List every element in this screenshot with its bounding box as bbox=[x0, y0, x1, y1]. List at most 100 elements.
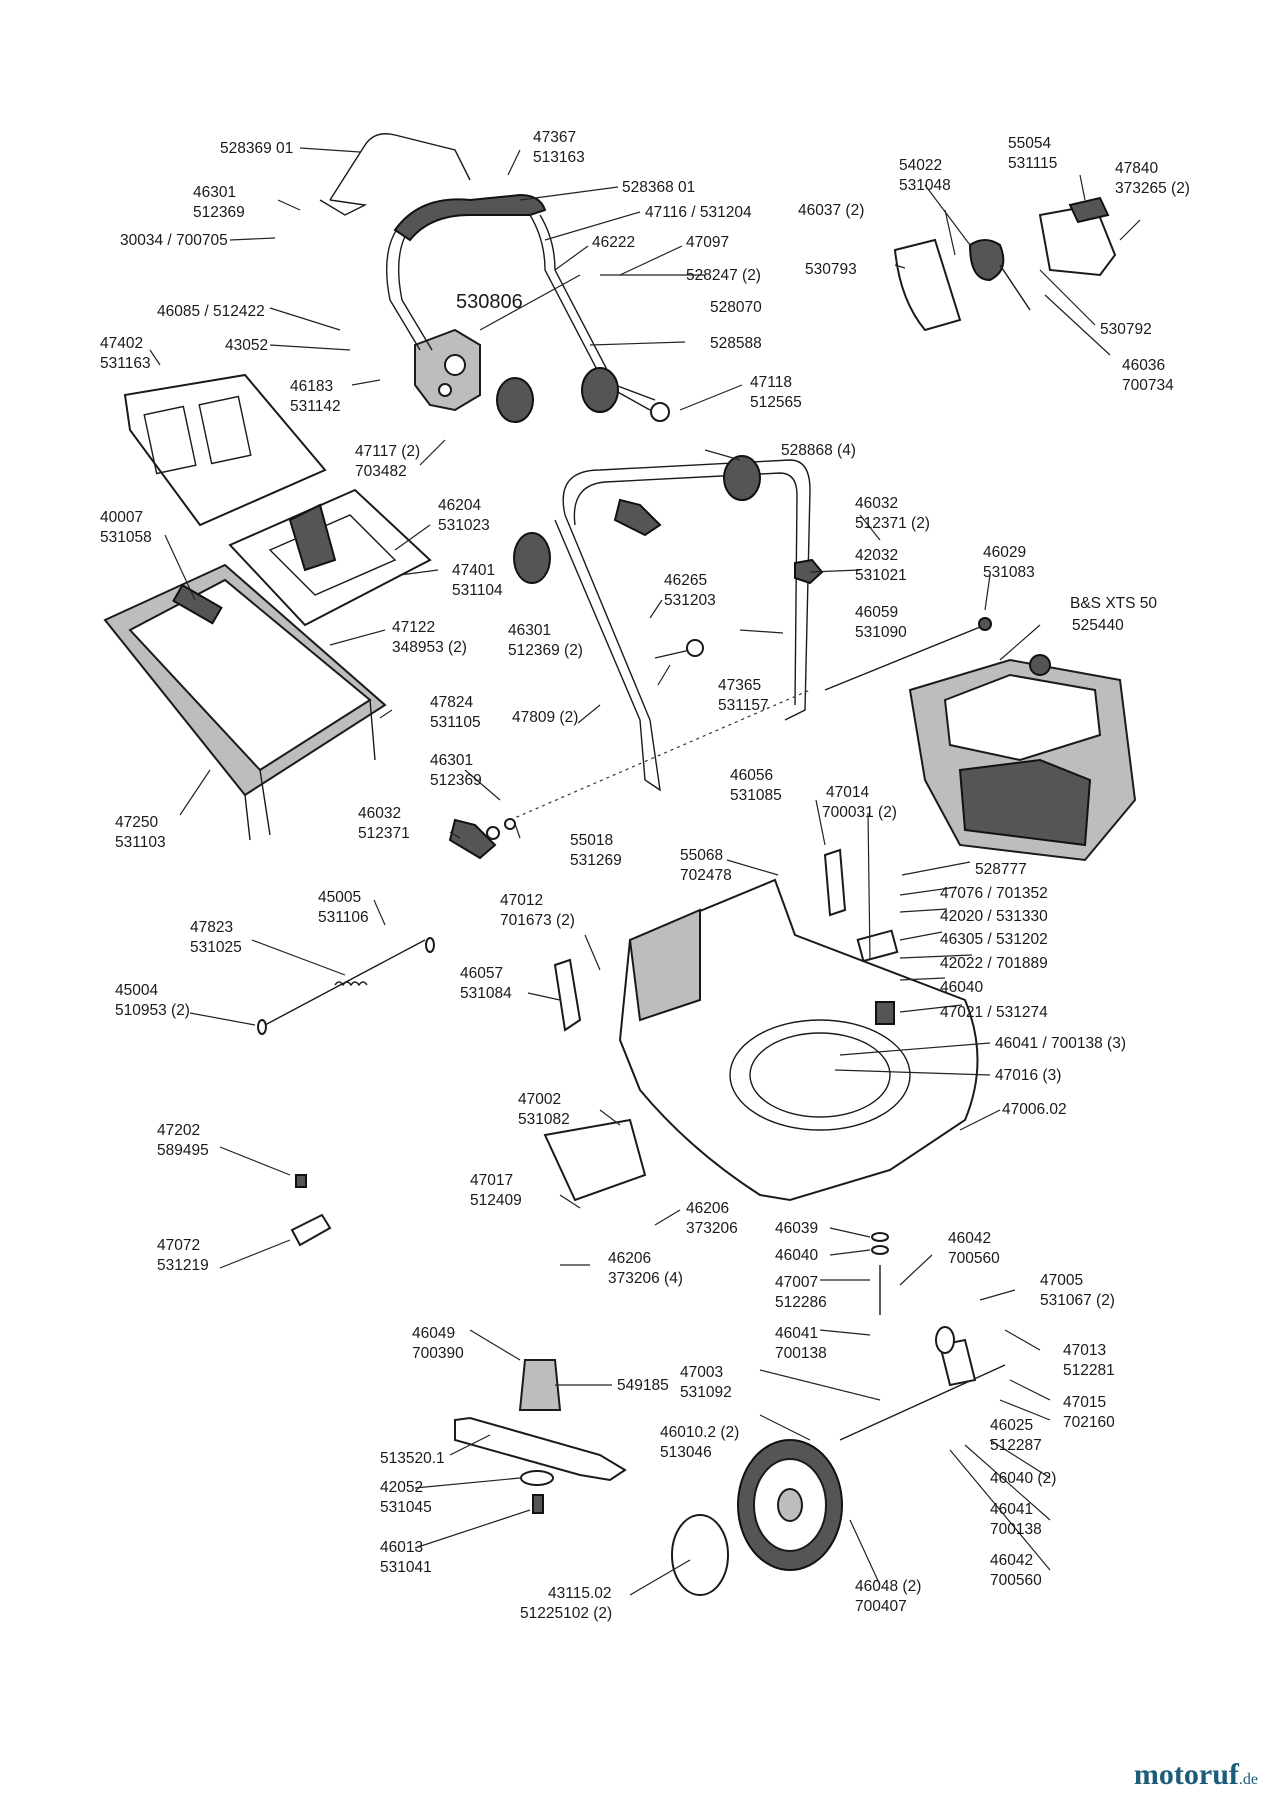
label-530806: 530806 bbox=[456, 291, 523, 313]
label-47122-b: 348953 (2) bbox=[392, 639, 467, 656]
cover-55054 bbox=[1068, 196, 1110, 224]
label-528777: 528777 bbox=[975, 861, 1027, 878]
part-54022 bbox=[968, 239, 1005, 282]
handle-knob-528868-a bbox=[513, 532, 551, 584]
label-46301b-a: 46301 bbox=[508, 622, 551, 639]
label-bs-engine-a: B&S XTS 50 bbox=[1070, 595, 1157, 612]
label-47015-a: 47015 bbox=[1063, 1394, 1106, 1411]
washer-45005-end bbox=[425, 937, 435, 953]
cable-46036 bbox=[999, 264, 1031, 311]
bolt-eye-47365 bbox=[686, 639, 704, 657]
label-47002-a: 47002 bbox=[518, 1091, 561, 1108]
chute-flap-47002 bbox=[543, 1118, 647, 1202]
label-43052: 43052 bbox=[225, 337, 268, 354]
label-46025-a: 46025 bbox=[990, 1417, 1033, 1434]
wing-knob-46265 bbox=[613, 498, 662, 537]
label-42022: 42022 / 701889 bbox=[940, 955, 1048, 972]
handle-clamp-assembly bbox=[414, 328, 481, 412]
label-47016: 47016 (3) bbox=[995, 1067, 1061, 1084]
label-47012-b: 701673 (2) bbox=[500, 912, 575, 929]
label-47006: 47006.02 bbox=[1002, 1101, 1067, 1118]
part-labels: 528369 01 47367 513163 528368 01 46301 5… bbox=[100, 129, 1190, 1622]
washer-46040 bbox=[871, 1245, 889, 1255]
label-46042b-b: 700560 bbox=[990, 1572, 1042, 1589]
washer-45004 bbox=[257, 1019, 267, 1035]
label-47118-b: 512565 bbox=[750, 394, 802, 411]
label-46206a-a: 46206 bbox=[686, 1200, 729, 1217]
label-47823-b: 531025 bbox=[190, 939, 242, 956]
bracket-46056 bbox=[823, 848, 847, 917]
label-46040a: 46040 bbox=[940, 979, 983, 996]
label-47402-a: 47402 bbox=[100, 335, 143, 352]
label-47003-a: 47003 bbox=[680, 1364, 723, 1381]
label-47250-b: 531103 bbox=[115, 834, 166, 851]
label-46048-a: 46048 (2) bbox=[855, 1578, 921, 1595]
label-47021: 47021 / 531274 bbox=[940, 1004, 1048, 1021]
label-55018-b: 531269 bbox=[570, 852, 622, 869]
label-46265-b: 531203 bbox=[664, 592, 716, 609]
label-46025-b: 512287 bbox=[990, 1437, 1042, 1454]
label-528368: 528368 01 bbox=[622, 179, 695, 196]
bolt-46013 bbox=[532, 1494, 544, 1514]
assembly-axis bbox=[509, 689, 811, 821]
label-46013-b: 531041 bbox=[380, 1559, 432, 1576]
label-46041a: 46041 / 700138 (3) bbox=[995, 1035, 1126, 1052]
label-46036-a: 46036 bbox=[1122, 357, 1165, 374]
knob-left bbox=[496, 377, 534, 423]
label-43115-b: 51225102 (2) bbox=[520, 1605, 612, 1622]
label-47117-b: 703482 bbox=[355, 463, 407, 480]
label-47076: 47076 / 701352 bbox=[940, 885, 1048, 902]
blade-adapter-549185 bbox=[518, 1359, 562, 1411]
label-47365-a: 47365 bbox=[718, 677, 761, 694]
label-46042a-b: 700560 bbox=[948, 1250, 1000, 1267]
handle-tube-left bbox=[385, 224, 421, 351]
label-46049-b: 700390 bbox=[412, 1345, 464, 1362]
label-55068-a: 55068 bbox=[680, 847, 723, 864]
label-54022-b: 531048 bbox=[899, 177, 951, 194]
label-47017-b: 512409 bbox=[470, 1192, 522, 1209]
label-47097: 47097 bbox=[686, 234, 729, 251]
label-46301-a: 46301 bbox=[193, 184, 236, 201]
mower-deck bbox=[618, 878, 979, 1202]
label-46305: 46305 / 531202 bbox=[940, 931, 1048, 948]
label-40007-b: 531058 bbox=[100, 529, 152, 546]
label-42032-a: 42032 bbox=[855, 547, 898, 564]
upper-handle-bar-arm bbox=[319, 199, 368, 216]
label-47003-b: 531092 bbox=[680, 1384, 732, 1401]
label-47002-b: 531082 bbox=[518, 1111, 570, 1128]
label-47072-a: 47072 bbox=[157, 1237, 200, 1254]
label-46301-b: 512369 bbox=[193, 204, 245, 221]
label-513520: 513520.1 bbox=[380, 1450, 445, 1467]
label-46032-b: 512371 (2) bbox=[855, 515, 930, 532]
label-46204-a: 46204 bbox=[438, 497, 481, 514]
label-46036-b: 700734 bbox=[1122, 377, 1174, 394]
axle-47003 bbox=[839, 1364, 1006, 1441]
star-knob-46032 bbox=[448, 818, 497, 860]
washer-46301 bbox=[486, 826, 500, 840]
label-47013-a: 47013 bbox=[1063, 1342, 1106, 1359]
label-46183-a: 46183 bbox=[290, 378, 333, 395]
label-47116: 47116 / 531204 bbox=[645, 204, 752, 221]
label-47013-b: 512281 bbox=[1063, 1362, 1115, 1379]
rear-wheel-46010 bbox=[737, 1439, 843, 1571]
label-30034: 30034 / 700705 bbox=[120, 232, 228, 249]
label-47840-b: 373265 (2) bbox=[1115, 180, 1190, 197]
label-46056-b: 531085 bbox=[730, 787, 782, 804]
sleeve-47021 bbox=[875, 1001, 895, 1025]
label-528588: 528588 bbox=[710, 335, 762, 352]
label-46059-b: 531090 bbox=[855, 624, 907, 641]
label-45005-b: 531106 bbox=[318, 909, 369, 926]
label-46042b-a: 46042 bbox=[990, 1552, 1033, 1569]
brand-watermark[interactable]: motoruf.de bbox=[1134, 1758, 1258, 1792]
label-46041c-b: 700138 bbox=[990, 1521, 1042, 1538]
bushing-47005 bbox=[935, 1326, 955, 1354]
label-549185: 549185 bbox=[617, 1377, 669, 1394]
label-46056-a: 46056 bbox=[730, 767, 773, 784]
label-47824-b: 531105 bbox=[430, 714, 481, 731]
label-47012-a: 47012 bbox=[500, 892, 543, 909]
label-47823-a: 47823 bbox=[190, 919, 233, 936]
label-528369: 528369 01 bbox=[220, 140, 293, 157]
label-45004-b: 510953 (2) bbox=[115, 1002, 190, 1019]
